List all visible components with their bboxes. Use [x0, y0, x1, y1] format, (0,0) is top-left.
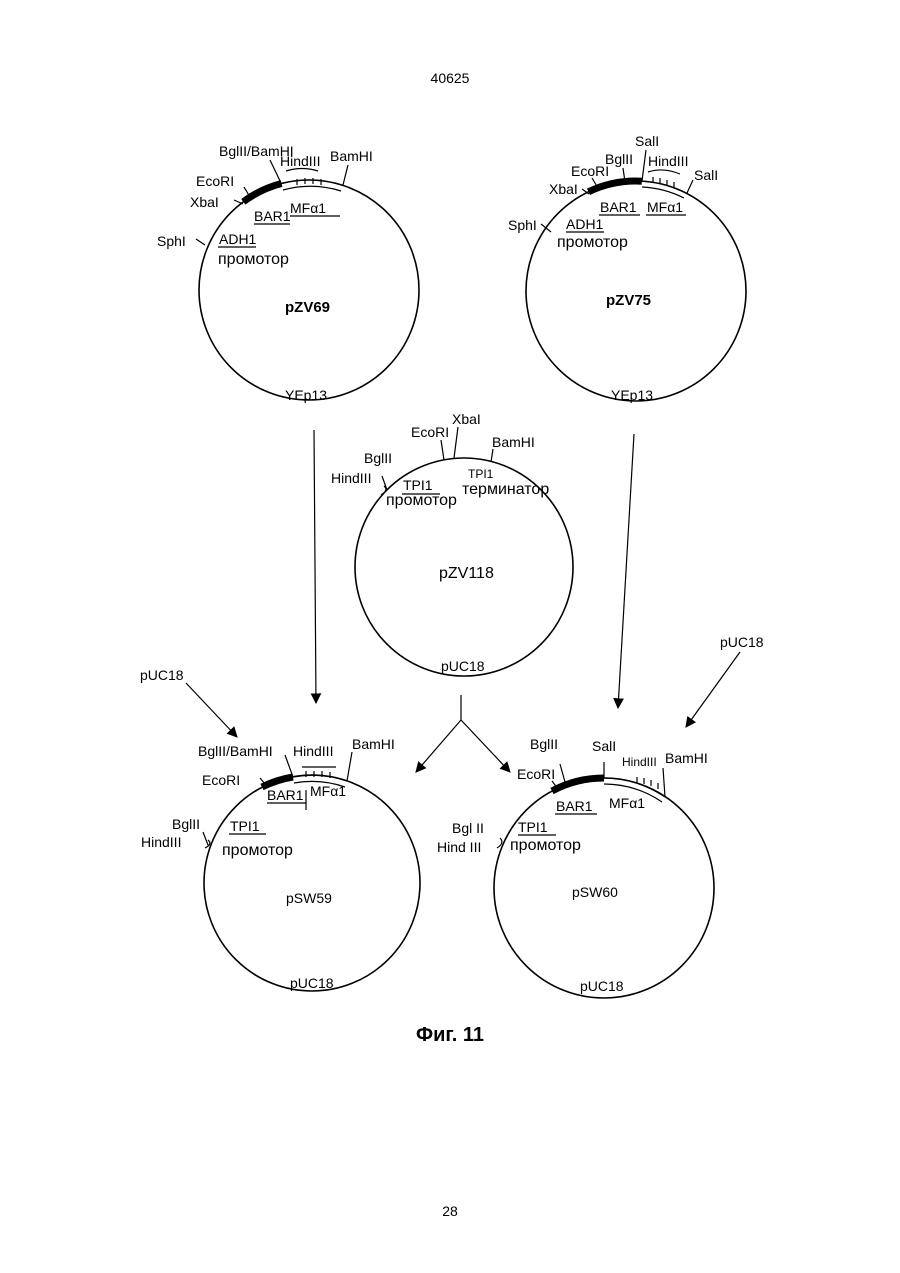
- pzv69-site-sphi: SphI: [157, 233, 186, 249]
- psw59-site-bamhi: BamHI: [352, 736, 395, 752]
- pzv69-bar1-segment: [243, 184, 281, 202]
- psw59-element-tpi: TPI1: [230, 818, 260, 834]
- pzv75-site-sali-right: SalI: [694, 167, 718, 183]
- plasmid-psw59-ring: [204, 775, 420, 991]
- psw60-site-ecori: EcoRI: [517, 766, 555, 782]
- pzv69-site-xbai: XbaI: [190, 194, 219, 210]
- arrow-puc18-left: [186, 683, 237, 737]
- pzv69-element-bar1: BAR1: [254, 208, 291, 224]
- psw59-site-hind: HindIII: [293, 743, 333, 759]
- psw59-element-mf: MFα1: [310, 783, 346, 799]
- psw59-site-bglii: BglII: [172, 816, 200, 832]
- psw60-site-hind-left: Hind III: [437, 839, 481, 855]
- psw59-mf-segment-outer: [293, 775, 347, 781]
- pzv75-name: pZV75: [606, 292, 651, 309]
- pzv69-site-bamhi: BamHI: [330, 148, 373, 164]
- pzv118-backbone: pUC18: [441, 658, 485, 674]
- pzv75-site-bglii: BglII: [605, 151, 633, 167]
- arrow-puc18-right: [686, 652, 740, 727]
- psw60-hind-left-leader: [497, 838, 502, 848]
- pzv75-site-sali-top: SalI: [635, 133, 659, 149]
- pzv75-site-ecori: EcoRI: [571, 163, 609, 179]
- pzv69-sphi-leader: [196, 239, 205, 245]
- psw59-bglii-leader: [203, 832, 208, 845]
- psw60-site-sali: SalI: [592, 738, 616, 754]
- psw59-backbone: pUC18: [290, 975, 334, 991]
- pzv118-ecori-leader: [441, 440, 444, 460]
- pzv118-xbai-leader: [454, 427, 458, 458]
- psw59-site-ecori: EcoRI: [202, 772, 240, 788]
- pzv69-xbai-leader: [234, 200, 243, 204]
- pzv75-backbone: YEp13: [611, 387, 653, 403]
- pzv75-element-mf: MFα1: [647, 199, 683, 215]
- plasmid-psw60: BglII SalI HindIII BamHI EcoRI Bgl II Hi…: [437, 736, 714, 998]
- plasmid-pzv118: XbaI EcoRI BamHI BglII HindIII TPI1 пром…: [331, 411, 573, 676]
- pzv75-sali-top-leader: [642, 150, 646, 181]
- arrow-pzv69-to-psw59: [314, 430, 316, 703]
- pzv69-bamhi-leader: [343, 165, 348, 185]
- pzv118-site-hind: HindIII: [331, 470, 371, 486]
- psw59-site-bglbam: BglII/BamHI: [198, 743, 273, 759]
- pzv118-bamhi-leader: [491, 449, 493, 462]
- psw60-bamhi-leader: [663, 768, 665, 797]
- psw60-site-bglii-left: Bgl II: [452, 820, 484, 836]
- pzv118-element-tpi-terminator: TPI1: [468, 467, 494, 481]
- pzv118-element-tpi-promoter: TPI1: [403, 477, 433, 493]
- pzv69-site-ecori: EcoRI: [196, 173, 234, 189]
- arrow-pzv118-to-psw60: [461, 720, 510, 772]
- psw60-bar1-segment: [552, 778, 604, 791]
- pzv75-site-sphi: SphI: [508, 217, 537, 233]
- psw59-name: pSW59: [286, 890, 332, 906]
- psw60-element-mf: MFα1: [609, 795, 645, 811]
- pzv75-element-adh1: ADH1: [566, 216, 604, 232]
- psw59-element-bar1: BAR1: [267, 787, 304, 803]
- psw60-element-tpi: TPI1: [518, 819, 548, 835]
- psw59-element-promoter: промотор: [222, 842, 293, 859]
- pzv69-element-promoter: промотор: [218, 251, 289, 268]
- psw59-bamhi-leader: [347, 752, 352, 781]
- pzv118-element-promoter: промотор: [386, 492, 457, 509]
- pzv75-sphi-leader: [541, 224, 551, 232]
- pzv69-name: pZV69: [285, 299, 330, 316]
- pzv118-element-terminator: терминатор: [462, 481, 549, 498]
- pzv69-element-adh1: ADH1: [219, 231, 257, 247]
- plasmid-pzv69: BglII/BamHI HindIII BamHI EcoRI XbaI Sph…: [157, 143, 419, 403]
- pzv75-element-promoter: промотор: [557, 234, 628, 251]
- psw60-site-bamhi: BamHI: [665, 750, 708, 766]
- pzv69-mf-segment-inner: [283, 186, 341, 191]
- vector-puc18-left: pUC18: [140, 667, 184, 683]
- pzv75-site-xbai: XbaI: [549, 181, 578, 197]
- pzv69-site-hind: HindIII: [280, 153, 320, 169]
- arrow-pzv118-to-psw59: [416, 720, 461, 772]
- psw60-site-hind: HindIII: [622, 755, 657, 769]
- pzv75-hind-brace: [648, 170, 680, 174]
- psw60-backbone: pUC18: [580, 978, 624, 994]
- psw60-element-bar1: BAR1: [556, 798, 593, 814]
- psw59-bglbam-leader: [285, 755, 293, 777]
- pzv69-element-mf: MFα1: [290, 200, 326, 216]
- vector-puc18-right: pUC18: [720, 634, 764, 650]
- pzv75-element-bar1: BAR1: [600, 199, 637, 215]
- arrow-pzv75-to-psw60: [618, 434, 634, 708]
- psw59-bar1-segment: [262, 777, 293, 787]
- pzv118-name: pZV118: [439, 565, 494, 582]
- pzv75-sali-right-leader: [687, 180, 693, 193]
- psw60-site-bglii: BglII: [530, 736, 558, 752]
- pzv69-backbone: YEp13: [285, 387, 327, 403]
- psw59-site-hind-left: HindIII: [141, 834, 181, 850]
- pzv118-site-bamhi: BamHI: [492, 434, 535, 450]
- plasmid-pzv75: SalI BglII HindIII SalI EcoRI XbaI SphI …: [508, 133, 746, 403]
- pzv118-site-bglii: BglII: [364, 450, 392, 466]
- pzv75-site-hind: HindIII: [648, 153, 688, 169]
- pzv118-site-xbai: XbaI: [452, 411, 481, 427]
- pzv118-site-ecori: EcoRI: [411, 424, 449, 440]
- plasmid-psw59: BglII/BamHI HindIII BamHI EcoRI BglII Hi…: [141, 736, 420, 991]
- psw60-name: pSW60: [572, 884, 618, 900]
- psw60-element-promoter: промотор: [510, 837, 581, 854]
- psw60-bglii-leader: [560, 764, 565, 782]
